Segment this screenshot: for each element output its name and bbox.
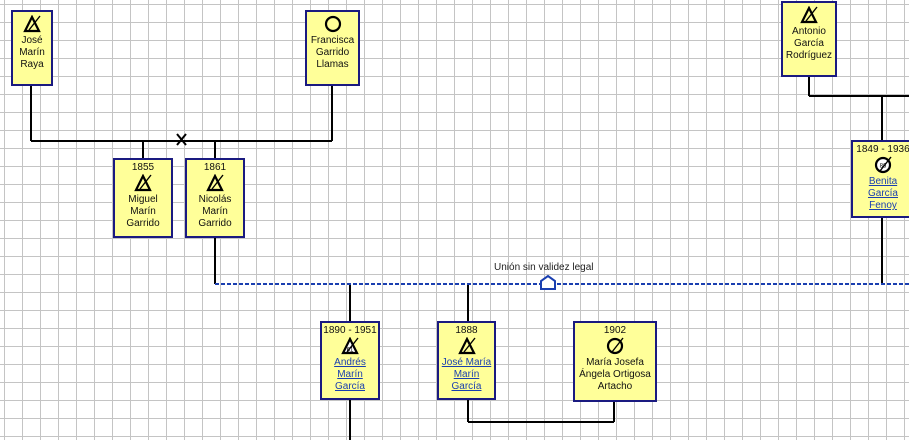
male-deceased-icon bbox=[23, 15, 41, 33]
male-deceased-icon bbox=[206, 174, 224, 192]
person-name-line[interactable]: García bbox=[867, 188, 898, 199]
separation-marker-icon[interactable] bbox=[176, 133, 187, 146]
person-years: 1888 bbox=[455, 325, 478, 336]
person-years: 1861 bbox=[203, 162, 227, 173]
age-label: 61 bbox=[347, 348, 354, 354]
person-name-line: Artacho bbox=[597, 381, 633, 392]
female-deceased-icon bbox=[606, 337, 624, 355]
male-deceased-icon bbox=[800, 6, 818, 24]
person-years: 1902 bbox=[603, 325, 627, 336]
person-name-line[interactable]: Fenoy bbox=[869, 200, 897, 211]
person-name-line: Ángela Ortigosa bbox=[579, 369, 651, 380]
person-name-line: Marín bbox=[202, 206, 228, 217]
person-name-line: Rodríguez bbox=[785, 50, 833, 61]
person-name-line: José bbox=[21, 35, 43, 46]
male-age-icon: 61 bbox=[341, 337, 359, 355]
person-name-line[interactable]: Marín bbox=[337, 369, 363, 380]
person-name-line: Garrido bbox=[315, 47, 350, 58]
union-marker-icon[interactable] bbox=[540, 274, 556, 290]
person-name-line: María Josefa bbox=[586, 357, 644, 368]
female-age-icon: 86 bbox=[874, 156, 892, 174]
person-name-line: Llamas bbox=[316, 59, 349, 70]
person-name-line: Francisca bbox=[310, 35, 355, 46]
person-name-line: Antonio bbox=[792, 26, 826, 37]
person-name-line: Miguel bbox=[128, 194, 158, 205]
person-years: 1890 - 1951 bbox=[323, 325, 377, 336]
person-name-line: Marín bbox=[19, 47, 45, 58]
male-deceased-icon bbox=[134, 174, 152, 192]
age-label: 86 bbox=[880, 164, 887, 170]
informal-union-label: Unión sin validez legal bbox=[494, 262, 594, 273]
person-years: 1849 - 1936 bbox=[856, 144, 909, 155]
person-years: 1855 bbox=[131, 162, 155, 173]
person-name-line: Marín bbox=[130, 206, 156, 217]
person-name-line[interactable]: José María bbox=[441, 357, 492, 368]
person-name-line[interactable]: Marín bbox=[453, 369, 480, 380]
person-name-line: Garrido bbox=[126, 218, 160, 229]
female-symbol-icon bbox=[324, 15, 341, 33]
person-name-line[interactable]: García bbox=[334, 381, 365, 392]
male-deceased-icon bbox=[457, 337, 476, 355]
person-name-line: García bbox=[793, 38, 824, 49]
person-name-line: Garrido bbox=[198, 218, 232, 229]
person-name-line: Nicolás bbox=[198, 194, 232, 205]
person-name-line[interactable]: Andrés bbox=[334, 357, 366, 368]
person-name-line: Raya bbox=[20, 59, 44, 70]
person-name-line[interactable]: Benita bbox=[868, 176, 898, 187]
person-name-line[interactable]: García bbox=[451, 381, 482, 392]
